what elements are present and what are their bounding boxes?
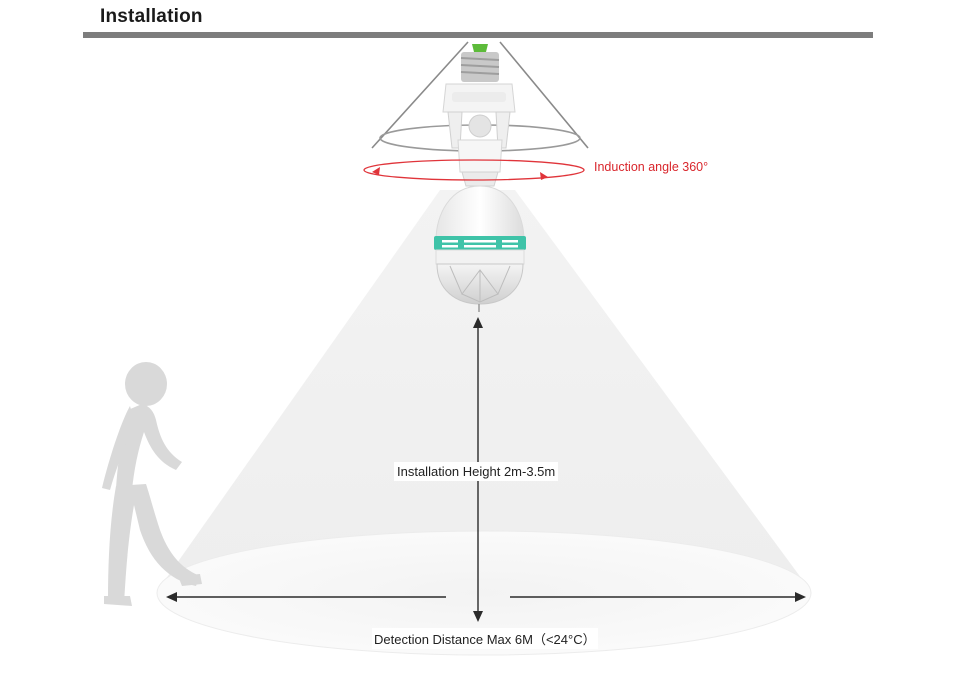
installation-height-label: Installation Height 2m-3.5m <box>394 462 559 481</box>
light-bulb-icon <box>434 44 526 312</box>
detection-area <box>156 530 812 656</box>
distance-arrow <box>166 592 806 602</box>
person-walking-icon <box>102 362 202 606</box>
detection-cone <box>158 190 810 590</box>
detection-distance-label: Detection Distance Max 6M（<24°C） <box>372 628 598 649</box>
title-divider <box>83 32 873 38</box>
induction-angle-label: Induction angle 360° <box>594 160 709 174</box>
page-title: Installation <box>100 6 203 27</box>
induction-rotation-ring <box>363 159 585 181</box>
